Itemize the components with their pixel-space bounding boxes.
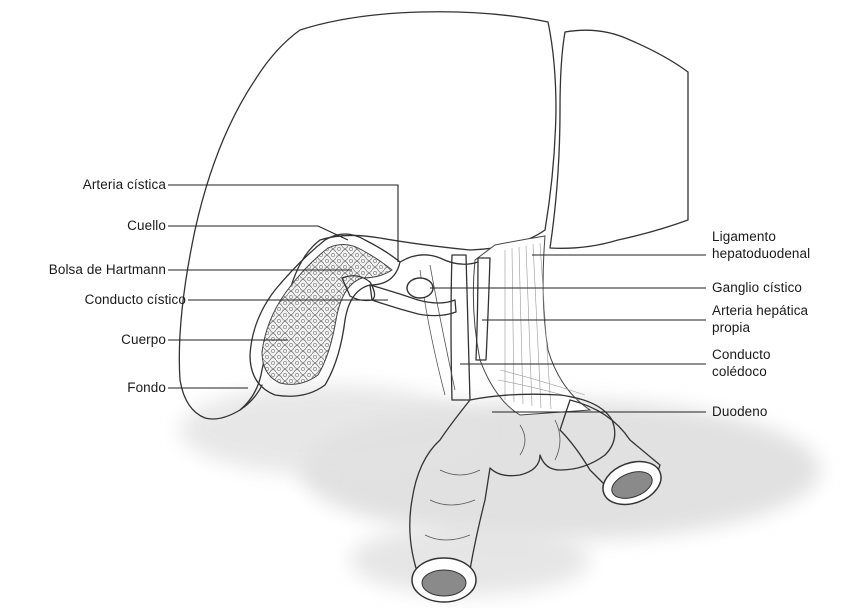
label-conducto-coledoco: Conducto colédoco [712, 346, 771, 380]
label-ganglio-cistico: Ganglio cístico [712, 279, 802, 296]
cystic-lymph-node [407, 278, 433, 298]
label-conducto-cistico: Conducto cístico [85, 291, 186, 308]
label-arteria-hepatica-line2: propia [712, 319, 808, 336]
hepatoduodenal-ligament [473, 236, 590, 415]
label-arteria-hepatica-line1: Arteria hepática [712, 302, 808, 319]
label-ligamento-hepatoduodenal: Ligamento hepatoduodenal [712, 228, 810, 262]
label-fondo: Fondo [127, 379, 166, 396]
label-arteria-hepatica-propia: Arteria hepática propia [712, 302, 808, 336]
label-duodeno: Duodeno [712, 403, 768, 420]
liver-right-lobe [550, 30, 688, 248]
duodenum-lumen-bottom [422, 570, 466, 596]
label-conducto-coledoco-line2: colédoco [712, 363, 771, 380]
label-ligamento-line1: Ligamento [712, 228, 810, 245]
label-conducto-coledoco-line1: Conducto [712, 346, 771, 363]
label-arteria-cistica: Arteria cística [83, 176, 166, 193]
common-bile-duct [451, 255, 470, 400]
label-cuello: Cuello [127, 217, 166, 234]
gallbladder-stones [262, 244, 392, 384]
leader-lines-right [430, 255, 706, 412]
label-ligamento-line2: hepatoduodenal [712, 245, 810, 262]
label-cuerpo: Cuerpo [121, 331, 166, 348]
label-bolsa-hartmann: Bolsa de Hartmann [49, 261, 166, 278]
